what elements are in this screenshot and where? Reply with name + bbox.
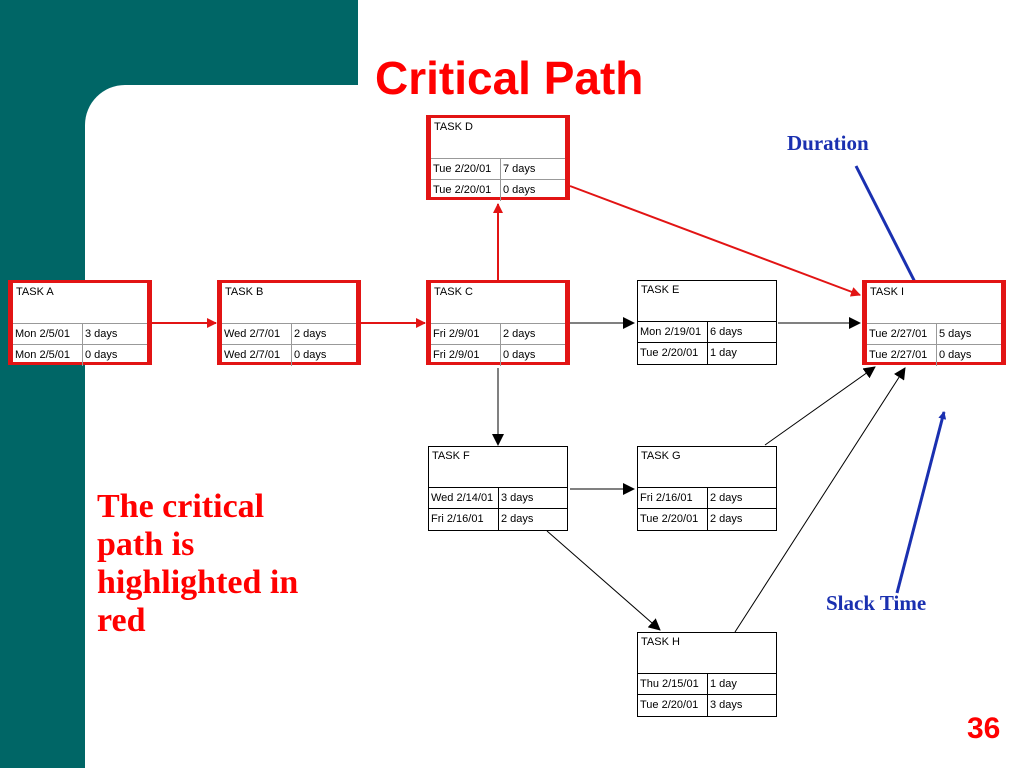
task-h-finish: Tue 2/20/01 [638,695,708,716]
task-g-start: Fri 2/16/01 [638,488,708,508]
task-d-start: Tue 2/20/01 [431,159,501,179]
task-g-row-bottom: Tue 2/20/01 2 days [638,509,776,530]
task-d-finish: Tue 2/20/01 [431,180,501,201]
task-i-row-bottom: Tue 2/27/01 0 days [867,345,1001,366]
task-d-row-top: Tue 2/20/01 7 days [431,159,565,180]
header-background [358,0,1024,90]
task-f-duration: 3 days [501,492,534,504]
page-number: 36 [967,712,1001,745]
task-e-slack: 1 day [710,347,737,359]
task-g-duration: 2 days [710,492,743,504]
task-c-slack: 0 days [503,349,536,361]
task-d-slack: 0 days [503,184,536,196]
task-g-node: TASK G Fri 2/16/01 2 days Tue 2/20/01 2 … [637,446,777,531]
arrow-f-to-h [546,530,661,631]
task-a-finish: Mon 2/5/01 [13,345,83,366]
task-f-start: Wed 2/14/01 [429,488,499,508]
task-f-row-bottom: Fri 2/16/01 2 days [429,509,567,530]
task-f-slack: 2 days [501,513,534,525]
slack-pointer-line [895,411,947,594]
slack-time-label: Slack Time [826,591,927,615]
task-e-row-bottom: Tue 2/20/01 1 day [638,343,776,364]
task-h-row-top: Thu 2/15/01 1 day [638,674,776,695]
task-b-row-top: Wed 2/7/01 2 days [222,324,356,345]
task-i-finish: Tue 2/27/01 [867,345,937,366]
task-c-start: Fri 2/9/01 [431,324,501,344]
task-h-duration: 1 day [710,678,737,690]
task-i-node: TASK I Tue 2/27/01 5 days Tue 2/27/01 0 … [864,280,1004,366]
task-b-finish: Wed 2/7/01 [222,345,292,366]
task-b-duration: 2 days [294,328,327,340]
task-c-node: TASK C Fri 2/9/01 2 days Fri 2/9/01 0 da… [428,280,568,366]
task-a-slack: 0 days [85,349,118,361]
slide-title: Critical Path [375,52,644,104]
task-b-node: TASK B Wed 2/7/01 2 days Wed 2/7/01 0 da… [219,280,359,366]
task-h-start: Thu 2/15/01 [638,674,708,694]
task-i-row-top: Tue 2/27/01 5 days [867,324,1001,345]
task-c-duration: 2 days [503,328,536,340]
task-c-finish: Fri 2/9/01 [431,345,501,366]
task-f-name: TASK F [429,447,567,488]
task-f-finish: Fri 2/16/01 [429,509,499,530]
task-c-name: TASK C [431,283,565,324]
arrow-h-to-i [734,367,906,633]
task-f-row-top: Wed 2/14/01 3 days [429,488,567,509]
task-e-finish: Tue 2/20/01 [638,343,708,364]
critical-path-note: The critical path is highlighted in red [97,488,299,639]
task-d-row-bottom: Tue 2/20/01 0 days [431,180,565,201]
task-a-row-bottom: Mon 2/5/01 0 days [13,345,147,366]
task-a-start: Mon 2/5/01 [13,324,83,344]
task-h-name: TASK H [638,633,776,674]
task-d-duration: 7 days [503,163,536,175]
task-f-node: TASK F Wed 2/14/01 3 days Fri 2/16/01 2 … [428,446,568,531]
task-b-start: Wed 2/7/01 [222,324,292,344]
task-h-node: TASK H Thu 2/15/01 1 day Tue 2/20/01 3 d… [637,632,777,717]
task-i-name: TASK I [867,283,1001,324]
task-c-row-bottom: Fri 2/9/01 0 days [431,345,565,366]
task-e-node: TASK E Mon 2/19/01 6 days Tue 2/20/01 1 … [637,280,777,365]
task-a-node: TASK A Mon 2/5/01 3 days Mon 2/5/01 0 da… [10,280,150,366]
task-b-name: TASK B [222,283,356,324]
task-b-slack: 0 days [294,349,327,361]
task-a-duration: 3 days [85,328,118,340]
duration-label: Duration [787,131,869,155]
task-i-start: Tue 2/27/01 [867,324,937,344]
task-i-duration: 5 days [939,328,972,340]
task-d-node: TASK D Tue 2/20/01 7 days Tue 2/20/01 0 … [428,115,568,201]
task-h-row-bottom: Tue 2/20/01 3 days [638,695,776,716]
task-e-duration: 6 days [710,326,743,338]
task-c-row-top: Fri 2/9/01 2 days [431,324,565,345]
task-g-row-top: Fri 2/16/01 2 days [638,488,776,509]
task-e-row-top: Mon 2/19/01 6 days [638,322,776,343]
task-g-slack: 2 days [710,513,743,525]
task-e-start: Mon 2/19/01 [638,322,708,342]
task-h-slack: 3 days [710,699,743,711]
task-a-name: TASK A [13,283,147,324]
arrow-d-to-i [569,185,861,297]
task-d-name: TASK D [431,118,565,159]
arrow-g-to-i [764,366,876,446]
task-e-name: TASK E [638,281,776,322]
task-i-slack: 0 days [939,349,972,361]
task-g-finish: Tue 2/20/01 [638,509,708,530]
task-a-row-top: Mon 2/5/01 3 days [13,324,147,345]
task-b-row-bottom: Wed 2/7/01 0 days [222,345,356,366]
task-g-name: TASK G [638,447,776,488]
